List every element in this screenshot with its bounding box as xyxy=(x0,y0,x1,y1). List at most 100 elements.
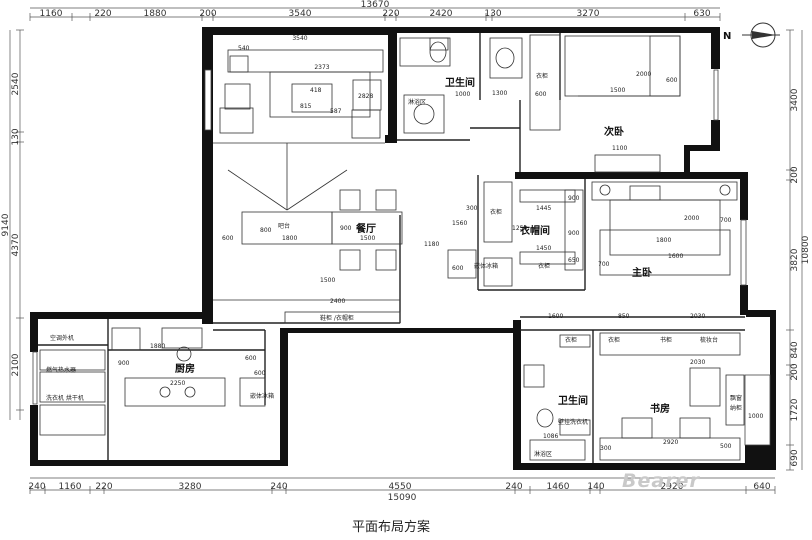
right-segment-dims: 3400 200 3820 840 200 1720 690 xyxy=(790,88,800,466)
north-label: N xyxy=(723,31,731,42)
dining-depth-dim: 900 xyxy=(340,225,352,232)
study-dim-f: 500 xyxy=(720,443,732,450)
top-dim: 2420 xyxy=(430,9,453,19)
bath-south-dim-b: 850 xyxy=(618,313,630,320)
study-dim-b: 2030 xyxy=(690,359,705,366)
bar-len-dim: 800 xyxy=(260,227,272,234)
bed2-dim-b: 600 xyxy=(666,77,678,84)
bottom-dim: 140 xyxy=(587,482,604,492)
dining-width-dim: 1500 xyxy=(360,235,375,242)
left-dim: 4370 xyxy=(11,233,21,256)
kitchen-dim-e: 600 xyxy=(245,355,257,362)
dimension-lines xyxy=(9,7,803,494)
bar-width-dim: 1800 xyxy=(282,235,297,242)
room-label-bath-south: 卫生间 xyxy=(558,394,588,407)
sofa-width-dim: 2373 xyxy=(314,64,329,71)
table-dim-a: 815 xyxy=(300,103,312,110)
study-dim-c: 2920 xyxy=(663,439,678,446)
right-total-dim: 10800 xyxy=(801,235,811,264)
watermark: Bearer xyxy=(622,470,700,492)
bottom-dim: 240 xyxy=(505,482,522,492)
room-label-study: 书房 xyxy=(650,402,670,415)
sofa-depth-dim: 418 xyxy=(310,87,322,94)
closet-dim-b: 1450 xyxy=(536,245,551,252)
bottom-dim: 240 xyxy=(270,482,287,492)
study-furniture xyxy=(599,332,745,461)
bottom-dim: 220 xyxy=(95,482,112,492)
study-dim-e: 300 xyxy=(600,445,612,452)
room-label-kitchen: 厨房 xyxy=(175,362,195,375)
top-total-dim: 13670 xyxy=(361,0,390,10)
wall-washer-label: 壁挂洗衣机 xyxy=(558,418,588,426)
study-dim-d: 1000 xyxy=(748,413,763,420)
table-dim-b: 587 xyxy=(330,108,342,115)
left-segment-dims: 2540 130 4370 2100 xyxy=(11,72,21,376)
left-dim: 130 xyxy=(11,128,21,145)
bed2-dim-a: 600 xyxy=(535,91,547,98)
top-dim: 200 xyxy=(199,9,216,19)
left-dim: 2540 xyxy=(11,72,21,95)
right-dim: 3820 xyxy=(790,248,800,271)
plan-caption: 平面布局方案 xyxy=(352,520,431,535)
closet-dim-e: 900 xyxy=(568,195,580,202)
closet-furniture xyxy=(447,181,584,287)
right-dim: 200 xyxy=(790,363,800,380)
sofa-side-dim: 2828 xyxy=(358,93,373,100)
master-dim-a: 700 xyxy=(720,217,732,224)
kitchen-dim-a: 1880 xyxy=(150,343,165,350)
closet-wardrobe-label: 衣柜 xyxy=(490,208,502,216)
bottom-dim: 4550 xyxy=(389,482,412,492)
closet-dim-c: 300 xyxy=(466,205,478,212)
top-dim: 220 xyxy=(94,9,111,19)
bath-dim-b: 1000 xyxy=(455,91,470,98)
top-dim: 1880 xyxy=(144,9,167,19)
left-dim: 2100 xyxy=(11,353,21,376)
room-label-bath-north: 卫生间 xyxy=(445,76,475,89)
closet-dim-f: 900 xyxy=(568,230,580,237)
master-bed-width-dim: 1800 xyxy=(656,237,671,244)
living-room-furniture xyxy=(213,49,403,324)
bath-south-dim-c: 1086 xyxy=(543,433,558,440)
study-bookcase-label: 书柜 xyxy=(660,336,672,344)
right-dim: 690 xyxy=(790,449,800,466)
closet-fridge-label: 嵌体冰箱 xyxy=(474,262,498,270)
bottom-dim: 640 xyxy=(753,482,770,492)
kitchen-fridge-label: 嵌体冰箱 xyxy=(250,392,274,400)
south-bath-furniture xyxy=(523,334,591,461)
master-dim-c: 1600 xyxy=(668,253,683,260)
bed2-dim-c: 1100 xyxy=(612,145,627,152)
bath-south-dim-a: 1600 xyxy=(548,313,563,320)
aircon-label: 空调外机 xyxy=(50,334,74,342)
bottom-segment-dims: 240 1160 220 3280 240 4550 240 1460 140 … xyxy=(28,482,770,492)
dresser-label: 梳妆台 xyxy=(700,336,718,344)
bedroom2-furniture xyxy=(529,34,681,173)
bottom-dim: 1160 xyxy=(59,482,82,492)
top-dim: 220 xyxy=(382,9,399,19)
left-total-dim: 9140 xyxy=(1,213,11,236)
bottom-dim: 2920 xyxy=(661,482,684,492)
bar-label: 吧台 xyxy=(278,222,290,230)
exterior-walls xyxy=(30,27,776,470)
shoe-cab-label: 鞋柜 /衣帽柜 xyxy=(320,314,354,322)
study-dim-a: 2030 xyxy=(690,313,705,320)
bed2-length-dim: 2000 xyxy=(636,71,651,78)
closet-dim-g: 650 xyxy=(568,257,580,264)
room-label-closet: 衣帽间 xyxy=(520,224,550,237)
top-dim: 3540 xyxy=(289,9,312,19)
closet-dim-h: 600 xyxy=(452,265,464,272)
right-dim: 200 xyxy=(790,166,800,183)
right-dim: 1720 xyxy=(790,398,800,421)
closet-wardrobe-label-2: 衣柜 xyxy=(538,262,550,270)
master-dim-b: 700 xyxy=(598,261,610,268)
tv-wall-dim: 3540 xyxy=(292,35,307,42)
living-dim-texts: 3540 540 2373 418 815 587 2828 吧台 1800 6… xyxy=(222,35,439,322)
shoe-width-dim: 2400 xyxy=(330,298,345,305)
north-bath-furniture xyxy=(399,37,523,134)
bath-dim-a: 1300 xyxy=(492,90,507,97)
bay-window-label: 飘窗 xyxy=(730,394,742,402)
room-label-dining: 餐厅 xyxy=(355,222,376,235)
top-segment-dims: 1160 220 1880 200 3540 220 2420 130 3270… xyxy=(40,9,711,19)
top-dim: 3270 xyxy=(577,9,600,19)
nasi-label: 纳柜 xyxy=(730,404,742,412)
